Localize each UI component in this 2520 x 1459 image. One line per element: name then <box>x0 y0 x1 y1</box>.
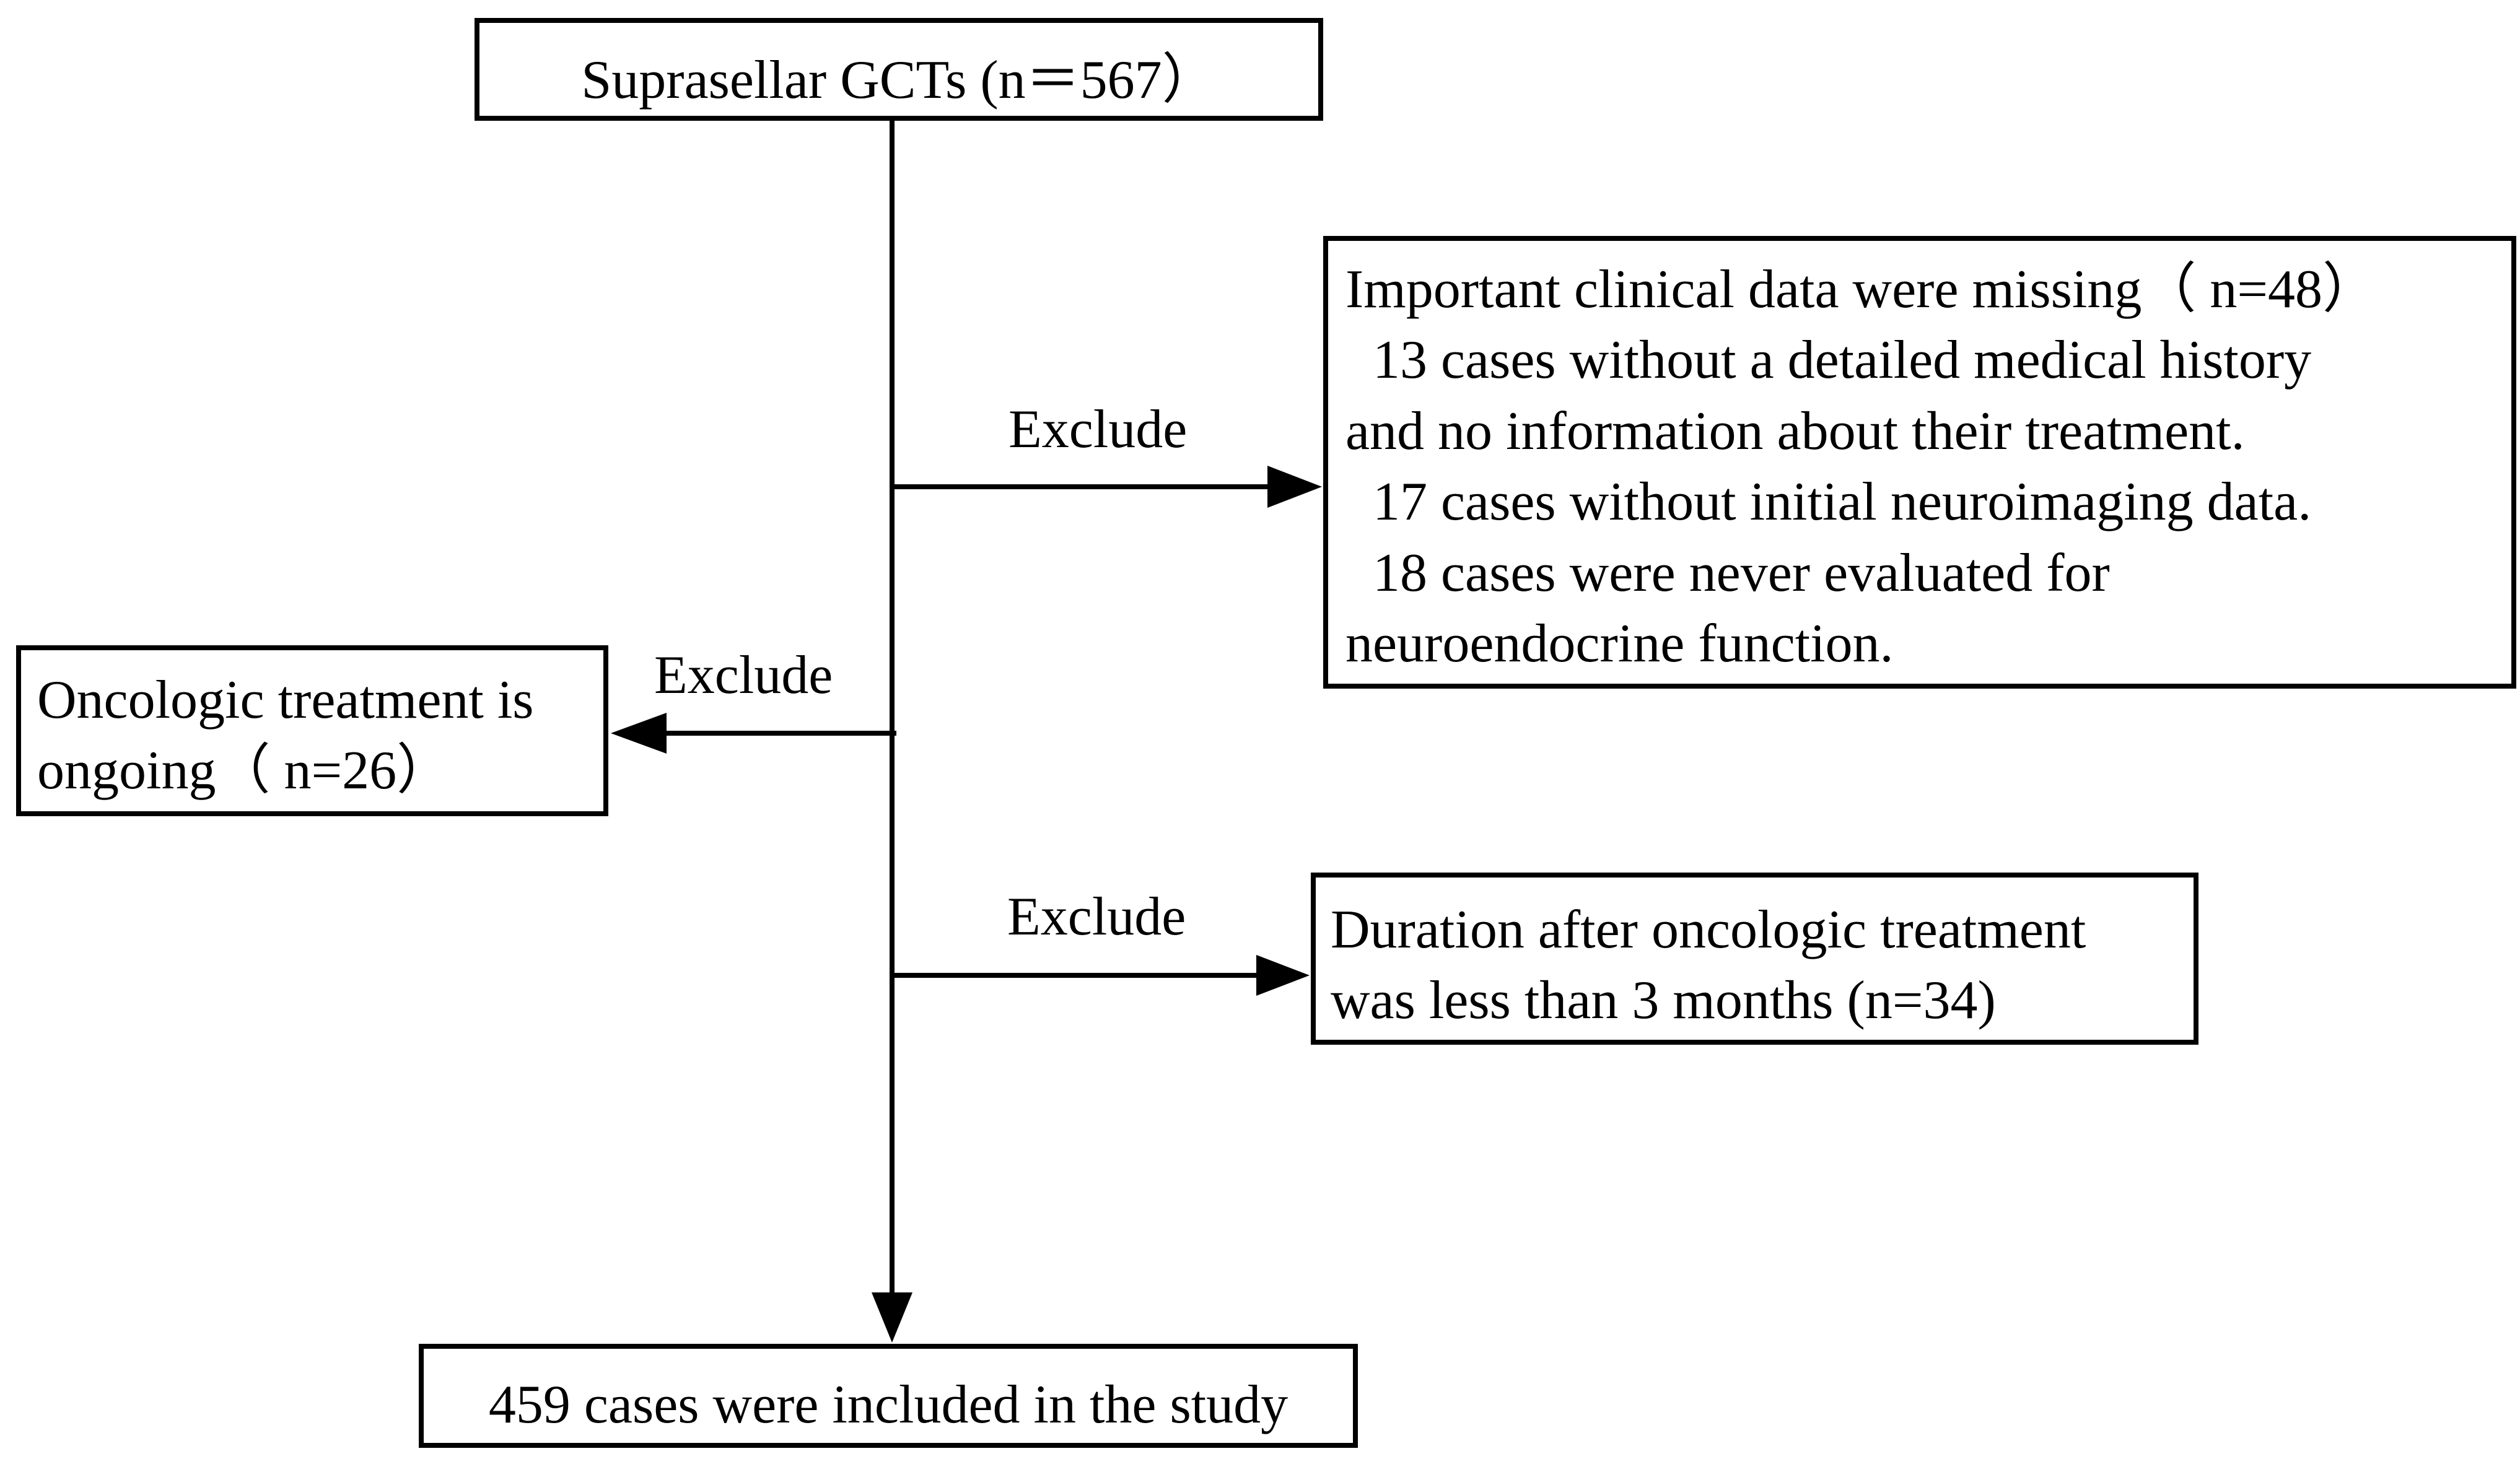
start-box-text: Suprasellar GCTs (n＝567） <box>581 50 1217 110</box>
missing-data-line: Important clinical data were missing（ n=… <box>1345 259 2377 320</box>
exclude-label-missing: Exclude <box>1008 399 1188 459</box>
short-duration-line: Duration after oncologic treatment <box>1331 900 2086 960</box>
missing-data-line: 18 cases were never evaluated for <box>1345 542 2110 603</box>
included-cases-box: 459 cases were included in the study <box>419 1344 1358 1448</box>
missing-data-line: 13 cases without a detailed medical hist… <box>1345 330 2312 391</box>
missing-data-line: neuroendocrine function. <box>1345 613 1894 674</box>
missing-data-line: and no information about their treatment… <box>1345 401 2245 461</box>
missing-data-box: Important clinical data were missing（ n=… <box>1323 236 2516 689</box>
included-cases-text: 459 cases were included in the study <box>488 1375 1288 1435</box>
short-duration-line: was less than 3 months (n=34) <box>1331 970 1996 1031</box>
start-box: Suprasellar GCTs (n＝567） <box>475 18 1323 121</box>
ongoing-treatment-box: Oncologic treatment is ongoing（ n=26） <box>16 645 608 816</box>
exclude-label-ongoing: Exclude <box>654 645 833 705</box>
ongoing-treatment-line: Oncologic treatment is <box>37 670 534 730</box>
arrowhead-right-duration <box>1256 955 1310 996</box>
arrowhead-down <box>872 1292 912 1343</box>
ongoing-treatment-line: ongoing（ n=26） <box>37 741 452 801</box>
arrowhead-right-missing <box>1267 466 1322 508</box>
arrowhead-left-ongoing <box>611 713 667 754</box>
missing-data-line: 17 cases without initial neuroimaging da… <box>1345 472 2312 533</box>
exclude-label-duration: Exclude <box>1007 887 1186 947</box>
short-duration-box: Duration after oncologic treatment was l… <box>1311 873 2198 1045</box>
